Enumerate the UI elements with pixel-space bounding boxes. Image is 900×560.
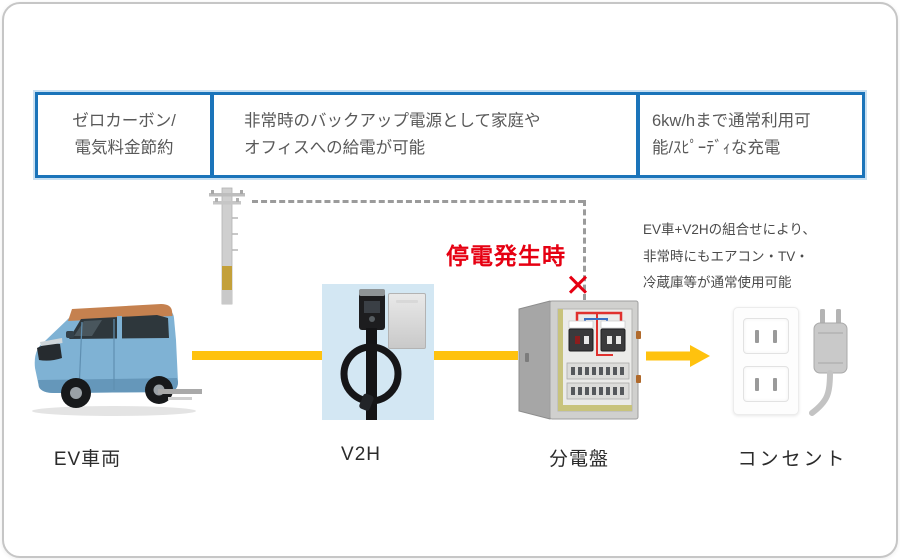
distribution-board-illustration xyxy=(518,300,641,420)
feature-box-speedy-charge: 6kw/hまで通常利用可 能/ｽﾋﾟｰﾃﾞｨな充電 xyxy=(636,95,862,175)
benefit-note: EV車+V2Hの組合せにより、 非常時にもエアコン・TV・ 冷蔵庫等が通常使用可… xyxy=(643,217,868,297)
outlet-socket xyxy=(743,366,789,402)
outlet-socket xyxy=(743,318,789,354)
power-line-dashed-horizontal xyxy=(252,200,584,203)
power-line-dashed-vertical xyxy=(583,200,586,300)
outage-cross-icon: ✕ xyxy=(565,268,591,303)
feature-text-line: 能/ｽﾋﾟｰﾃﾞｨな充電 xyxy=(652,139,781,157)
feature-box-backup-power: 非常時のバックアップ電源として家庭や オフィスへの給電が可能 xyxy=(210,95,636,175)
feature-box-zero-carbon: ゼロカーボン/ 電気料金節約 xyxy=(38,95,210,175)
label-ev-vehicle: EV車両 xyxy=(53,449,122,470)
feature-text-line: 電気料金節約 xyxy=(74,139,174,157)
label-outlet: コンセント xyxy=(737,449,848,470)
v2h-charging-stand xyxy=(340,289,402,420)
flow-arrow-board-to-outlet xyxy=(646,345,710,367)
benefit-note-line: EV車+V2Hの組合せにより、 xyxy=(643,222,816,237)
benefit-note-line: 冷蔵庫等が通常使用可能 xyxy=(643,275,792,290)
power-plug-illustration xyxy=(809,309,848,416)
feature-text-line: 6kw/hまで通常利用可 xyxy=(652,112,811,130)
label-v2h: V2H xyxy=(341,444,381,465)
label-distribution-board: 分電盤 xyxy=(548,449,609,470)
feature-text-line: ゼロカーボン/ xyxy=(72,112,176,130)
flow-line-car-to-v2h xyxy=(192,351,326,360)
benefit-note-line: 非常時にもエアコン・TV・ xyxy=(643,248,809,264)
feature-text-line: オフィスへの給電が可能 xyxy=(244,139,426,157)
car-model-badge xyxy=(150,389,210,400)
outage-label: 停電発生時 xyxy=(446,243,566,269)
utility-pole-icon xyxy=(209,187,245,305)
flow-line-v2h-to-board xyxy=(430,351,518,360)
wall-outlet xyxy=(733,307,799,415)
feature-boxes-row: ゼロカーボン/ 電気料金節約 非常時のバックアップ電源として家庭や オフィスへの… xyxy=(35,92,865,178)
ev-car-illustration xyxy=(32,304,196,416)
feature-text-line: 非常時のバックアップ電源として家庭や xyxy=(244,112,541,130)
v2h-wallbox xyxy=(388,293,426,349)
v2h-unit xyxy=(322,284,434,420)
